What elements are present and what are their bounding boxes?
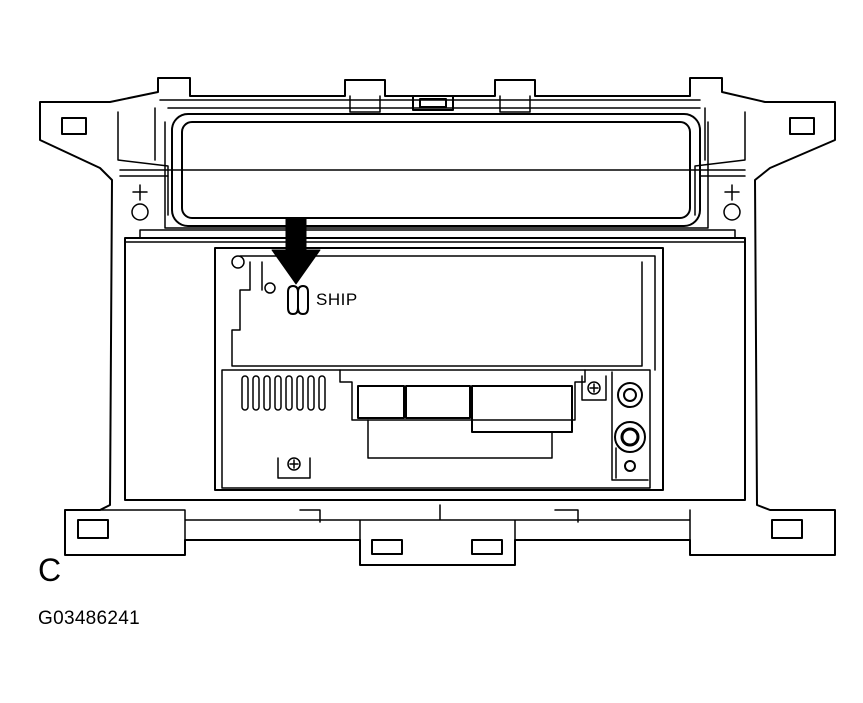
unit-cavity xyxy=(124,237,746,501)
lower-panel-outline xyxy=(221,369,651,489)
slot-top-left xyxy=(61,117,87,135)
jack-panel-edge xyxy=(611,371,649,481)
view-letter: C xyxy=(38,552,62,588)
top-clip-center xyxy=(412,95,454,111)
antenna-jack-lower xyxy=(614,421,646,453)
display-window-frame xyxy=(164,121,709,229)
connector-slot-2 xyxy=(405,385,471,419)
connector-lower xyxy=(367,419,553,459)
cavity-top-rim xyxy=(124,229,746,243)
screw-right-top xyxy=(581,375,607,401)
screw-left-bottom xyxy=(277,457,311,479)
slot-top-right xyxy=(789,117,815,135)
top-clip-left xyxy=(349,95,381,113)
vent-slots xyxy=(241,375,326,411)
top-clip-center-inner xyxy=(419,98,447,108)
unit-hole-small xyxy=(264,282,276,294)
bezel-outline xyxy=(39,77,836,566)
figure-code: G03486241 xyxy=(38,608,141,629)
bezel-corner-lines xyxy=(119,107,746,177)
down-arrow-icon xyxy=(271,217,321,285)
top-clip-right xyxy=(499,95,531,113)
slot-bottom-right xyxy=(771,519,803,539)
ship-label: SHIP xyxy=(316,290,358,309)
radio-unit-body xyxy=(214,247,664,491)
radio-unit-top-edge xyxy=(231,255,656,371)
display-window-outer xyxy=(171,113,701,227)
bottom-ribs xyxy=(64,504,691,541)
slot-bottom-center-left xyxy=(371,539,403,555)
mount-point-left xyxy=(131,184,149,221)
bezel-inner-rim xyxy=(117,99,746,216)
jack-small-hole xyxy=(624,460,636,472)
connector-block xyxy=(339,369,586,421)
slot-bottom-left xyxy=(77,519,109,539)
ship-marker xyxy=(287,285,309,315)
connector-slot-3 xyxy=(471,385,573,433)
mount-point-right xyxy=(723,184,741,221)
antenna-jack-upper xyxy=(617,382,643,408)
unit-hole-left xyxy=(231,255,245,269)
slot-bottom-center-right xyxy=(471,539,503,555)
display-window-inner xyxy=(181,121,691,219)
connector-slot-1 xyxy=(357,385,405,419)
